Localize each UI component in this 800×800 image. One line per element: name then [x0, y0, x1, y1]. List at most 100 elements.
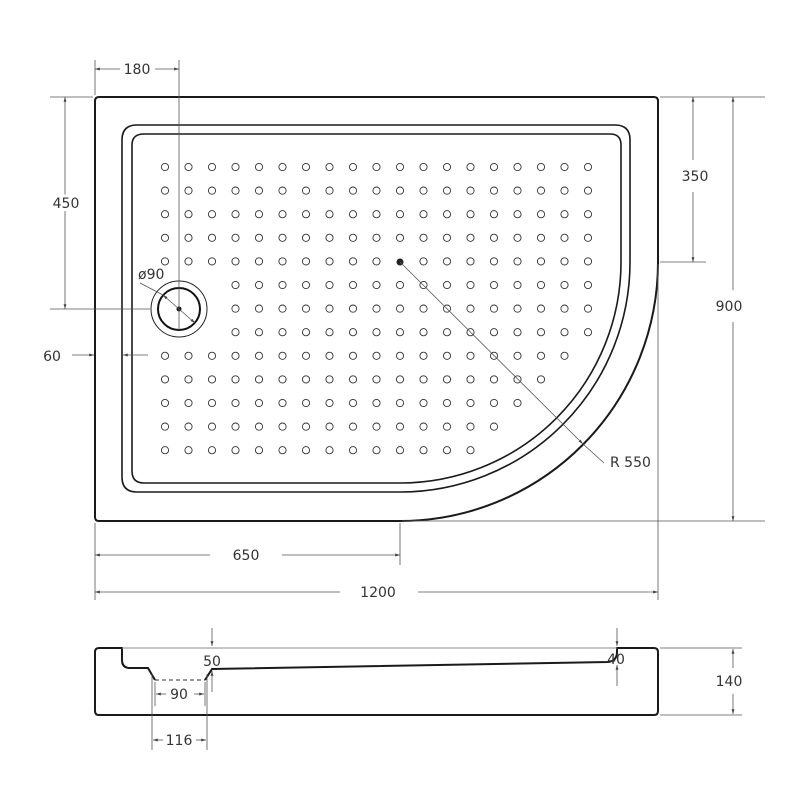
anti-slip-dot — [583, 280, 593, 290]
anti-slip-dot — [372, 233, 381, 242]
anti-slip-dot — [442, 375, 452, 384]
anti-slip-dot — [395, 162, 405, 172]
anti-slip-dot — [466, 210, 475, 219]
anti-slip-dot — [278, 186, 287, 195]
anti-slip-dot — [419, 210, 428, 219]
drain — [139, 280, 208, 338]
anti-slip-dot — [301, 280, 311, 290]
anti-slip-dot — [536, 280, 546, 290]
dim-length: 1200 — [360, 585, 396, 601]
anti-slip-dot — [395, 304, 405, 313]
anti-slip-dot — [278, 446, 287, 455]
anti-slip-dot — [325, 280, 334, 290]
anti-slip-dot — [184, 375, 193, 384]
anti-slip-dot — [348, 233, 358, 242]
anti-slip-dot — [325, 210, 334, 219]
anti-slip-dot — [395, 210, 405, 219]
anti-slip-dot — [536, 162, 546, 172]
anti-slip-dot — [160, 233, 170, 242]
anti-slip-dot — [160, 351, 170, 360]
anti-slip-dot — [184, 257, 193, 266]
anti-slip-dot — [419, 304, 428, 313]
anti-slip-dot — [160, 375, 170, 384]
anti-slip-dot — [184, 210, 193, 219]
anti-slip-dot — [395, 351, 405, 360]
anti-slip-dot — [466, 257, 475, 266]
anti-slip-dot — [348, 186, 358, 195]
anti-slip-dot — [583, 328, 593, 337]
anti-slip-dot-grid — [160, 162, 593, 455]
anti-slip-dot — [419, 422, 428, 431]
anti-slip-dot — [442, 328, 452, 337]
anti-slip-dot — [301, 328, 311, 337]
anti-slip-dot — [207, 186, 217, 195]
dim-drain-inner: 90 — [170, 687, 188, 703]
rim-inner-line — [131, 133, 622, 484]
anti-slip-dot — [207, 351, 217, 360]
anti-slip-dot — [325, 398, 334, 408]
anti-slip-dot — [301, 446, 311, 455]
anti-slip-dot — [184, 233, 193, 242]
anti-slip-dot — [301, 233, 311, 242]
anti-slip-dot — [301, 186, 311, 195]
anti-slip-dot — [536, 233, 546, 242]
anti-slip-dot — [419, 398, 428, 408]
anti-slip-dot — [231, 351, 240, 360]
anti-slip-dot — [466, 422, 475, 431]
anti-slip-dot — [278, 304, 287, 313]
anti-slip-dot — [348, 280, 358, 290]
anti-slip-dot — [231, 210, 240, 219]
anti-slip-dot — [254, 233, 264, 242]
anti-slip-dot — [207, 162, 217, 172]
anti-slip-dot — [583, 162, 593, 172]
anti-slip-dot — [560, 233, 569, 242]
anti-slip-dot — [489, 398, 499, 408]
anti-slip-dot — [419, 162, 428, 172]
anti-slip-dot — [301, 375, 311, 384]
anti-slip-dot — [372, 304, 381, 313]
anti-slip-dot — [372, 210, 381, 219]
anti-slip-dot — [348, 398, 358, 408]
anti-slip-dot — [536, 351, 546, 360]
anti-slip-dot — [395, 328, 405, 337]
anti-slip-dot — [583, 186, 593, 195]
anti-slip-dot — [254, 304, 264, 313]
anti-slip-dot — [419, 328, 428, 337]
anti-slip-dot — [560, 304, 569, 313]
anti-slip-dot — [466, 233, 475, 242]
anti-slip-dot — [278, 328, 287, 337]
anti-slip-dot — [560, 257, 569, 266]
dim-straight-side: 350 — [682, 169, 709, 185]
anti-slip-dot — [372, 162, 381, 172]
anti-slip-dot — [325, 186, 334, 195]
anti-slip-dot — [583, 304, 593, 313]
anti-slip-dot — [513, 304, 522, 313]
anti-slip-dot — [325, 162, 334, 172]
anti-slip-dot — [372, 398, 381, 408]
anti-slip-dot — [184, 186, 193, 195]
anti-slip-dot — [536, 304, 546, 313]
anti-slip-dot — [536, 375, 546, 384]
top-view: ø90 180 450 60 350 900 R 550 — [43, 60, 765, 601]
anti-slip-dot — [278, 280, 287, 290]
anti-slip-dot — [184, 162, 193, 172]
anti-slip-dot — [442, 233, 452, 242]
anti-slip-dot — [536, 210, 546, 219]
anti-slip-dot — [254, 375, 264, 384]
anti-slip-dot — [372, 375, 381, 384]
dim-drain-outer: 116 — [166, 733, 193, 749]
anti-slip-dot — [419, 186, 428, 195]
anti-slip-dot — [442, 422, 452, 431]
anti-slip-dot — [160, 162, 170, 172]
anti-slip-dot — [231, 446, 240, 455]
anti-slip-dot — [160, 446, 170, 455]
anti-slip-dot — [278, 422, 287, 431]
anti-slip-dot — [325, 304, 334, 313]
anti-slip-dot — [207, 233, 217, 242]
anti-slip-dot — [325, 422, 334, 431]
anti-slip-dot — [442, 186, 452, 195]
anti-slip-dot — [466, 304, 475, 313]
anti-slip-dot — [442, 351, 452, 360]
anti-slip-dot — [231, 233, 240, 242]
anti-slip-dot — [254, 398, 264, 408]
